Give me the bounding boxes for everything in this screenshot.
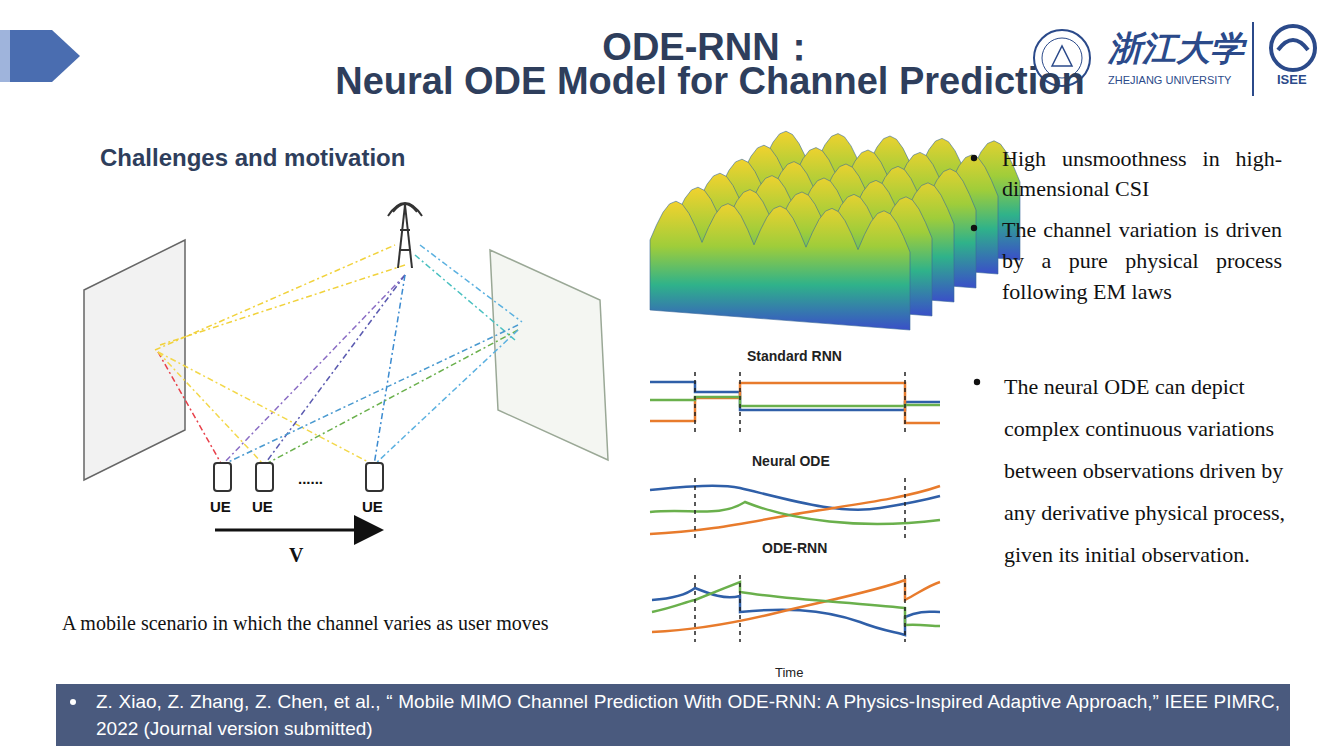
bullet-text: High unsmoothness in high-dimensional CS…: [1002, 144, 1282, 204]
logo-text: 浙江大学: [1108, 26, 1244, 72]
device-label: UE: [362, 498, 383, 515]
bullet-text: The neural ODE can depict complex contin…: [1004, 366, 1294, 576]
plot-title: ODE-RNN: [762, 540, 827, 556]
section-heading: Challenges and motivation: [100, 144, 405, 172]
logo-text: ZHEJIANG UNIVERSITY: [1108, 74, 1231, 86]
figure-caption: A mobile scenario in which the channel v…: [62, 612, 549, 635]
logo-text: ISEE: [1277, 72, 1307, 87]
device-label: UE: [252, 498, 273, 515]
surface-ribbon: [650, 201, 910, 330]
ellipsis: ......: [298, 470, 323, 487]
plot-title: Standard RNN: [747, 348, 842, 364]
velocity-label: V: [289, 544, 303, 567]
axis-label: Time: [775, 665, 803, 680]
reference-text: Z. Xiao, Z. Zhang, Z. Chen, et al., “ Mo…: [96, 688, 1280, 742]
plot-title: Neural ODE: [752, 453, 830, 469]
bullet-dot: [70, 699, 76, 705]
bullet-text: The channel variation is driven by a pur…: [1002, 214, 1282, 307]
slide-title: Neural ODE Model for Channel Prediction: [200, 60, 1220, 103]
device-label: UE: [210, 498, 231, 515]
reference-band: Z. Xiao, Z. Zhang, Z. Chen, et al., “ Mo…: [56, 684, 1290, 746]
